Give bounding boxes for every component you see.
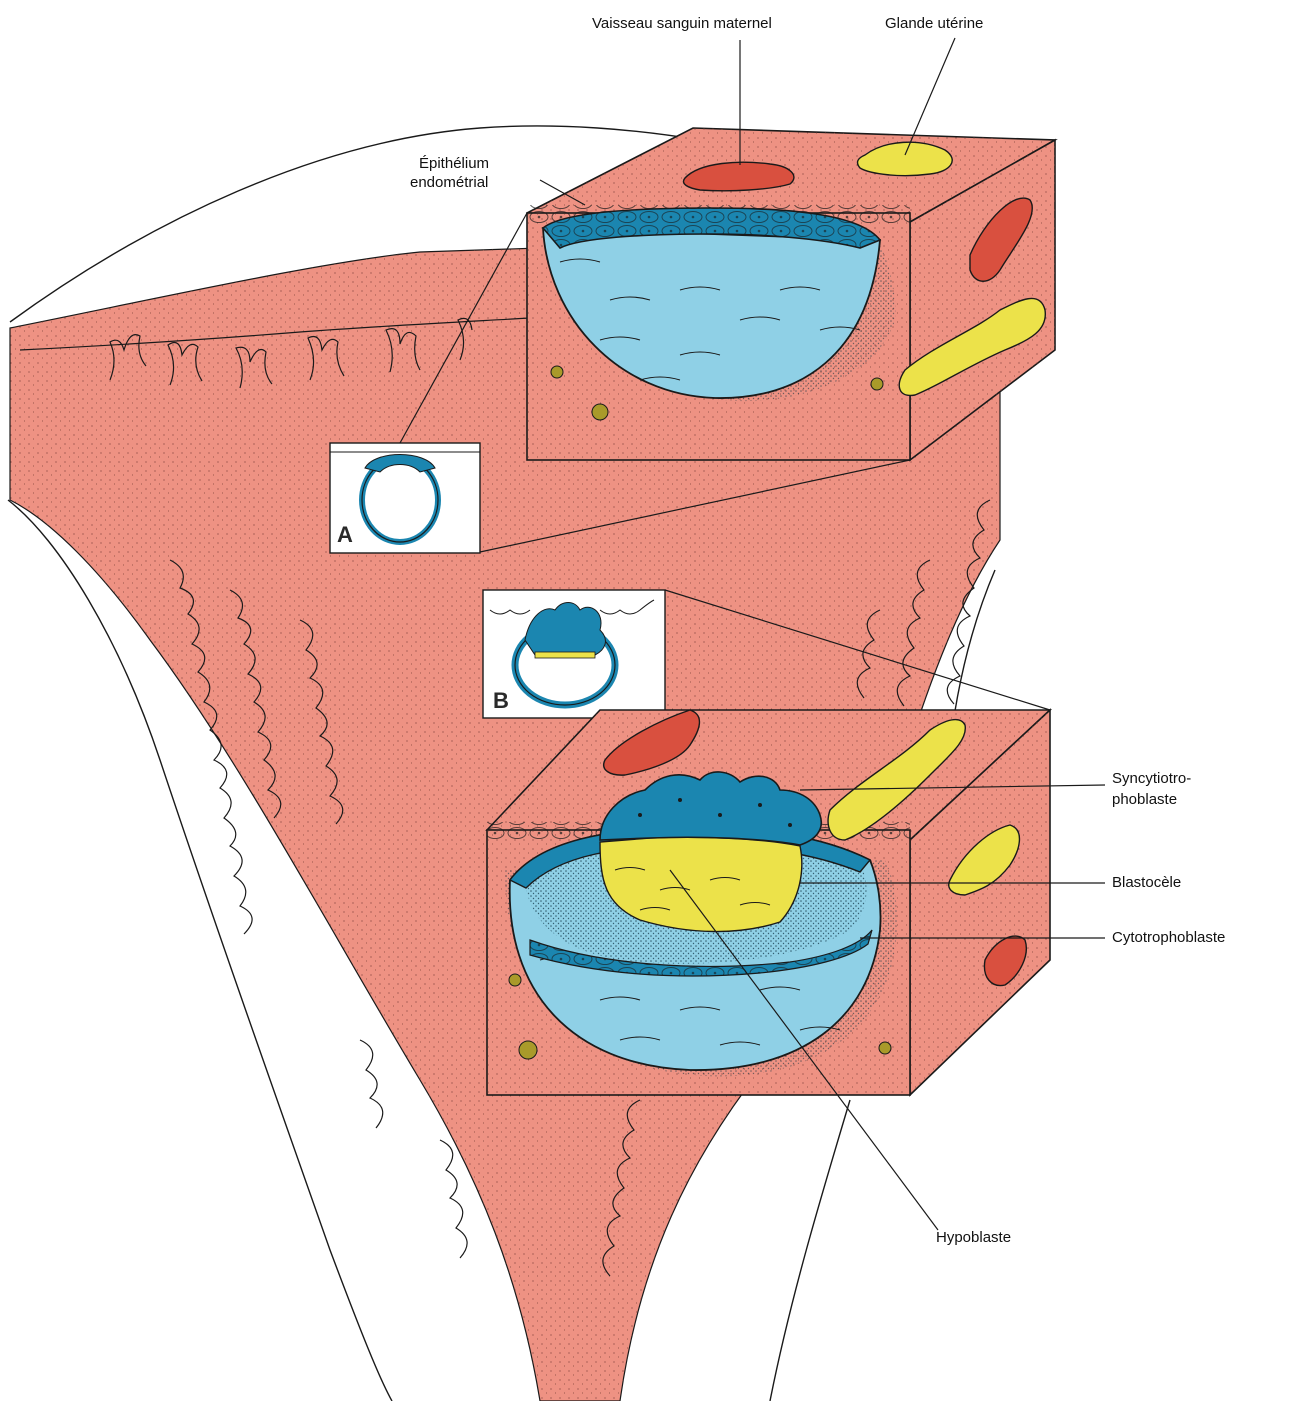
label-gland: Glande utérine bbox=[885, 14, 983, 33]
label-epithelium-1: Épithélium bbox=[419, 154, 489, 173]
label-syncytio-1: Syncytiotro- bbox=[1112, 769, 1191, 788]
label-syncytio-2: phoblaste bbox=[1112, 790, 1177, 809]
label-hypoblast: Hypoblaste bbox=[936, 1228, 1011, 1247]
panel-label-b: B bbox=[493, 688, 509, 714]
label-cytotrophoblast: Cytotrophoblaste bbox=[1112, 928, 1225, 947]
panel-label-a: A bbox=[337, 522, 353, 548]
upper-tissue-block bbox=[527, 128, 1055, 460]
label-epithelium-2: endométrial bbox=[410, 173, 488, 192]
label-vessel: Vaisseau sanguin maternel bbox=[592, 14, 772, 33]
label-blastocele: Blastocèle bbox=[1112, 873, 1181, 892]
lower-tissue-block bbox=[487, 710, 1050, 1095]
